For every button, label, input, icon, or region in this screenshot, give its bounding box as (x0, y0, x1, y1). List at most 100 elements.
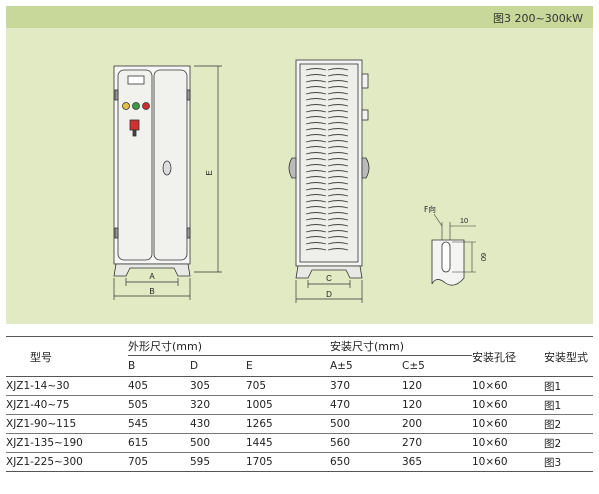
louver-slot (327, 194, 349, 197)
louver-slot (327, 218, 349, 221)
louver-slot (305, 86, 327, 89)
cell-d: 430 (190, 414, 246, 434)
louver-slot (305, 128, 327, 131)
cell-b: 505 (128, 395, 190, 415)
header-b: B (128, 355, 190, 377)
table-row: XJZ1-40~75 505 320 1005 470 120 10×60 图1 (6, 395, 593, 415)
cell-type: 图2 (544, 414, 593, 434)
header-a-tol: A±5 (330, 355, 402, 377)
figure-header-bar: 图3 200~300kW (6, 6, 593, 28)
louver-slot (305, 116, 327, 119)
louver-slot (327, 98, 349, 101)
table-row: XJZ1-14~30 405 305 705 370 120 10×60 图1 (6, 376, 593, 396)
louver-slot (327, 92, 349, 95)
cell-hole: 10×60 (472, 414, 544, 434)
cell-d: 320 (190, 395, 246, 415)
louver-slot (305, 200, 327, 203)
louver-slot (305, 146, 327, 149)
hole-detail (431, 213, 476, 286)
cell-d: 500 (190, 433, 246, 453)
louver-slot (305, 134, 327, 137)
cell-type: 图1 (544, 376, 593, 396)
louver-slot (305, 194, 327, 197)
cell-d: 595 (190, 452, 246, 472)
louver-slot (327, 134, 349, 137)
cell-c: 120 (402, 395, 472, 415)
louver-slot (305, 218, 327, 221)
header-hole-diameter: 安装孔径 (472, 336, 544, 377)
cell-d: 305 (190, 376, 246, 396)
hole-width-label: 10 (460, 216, 468, 225)
louver-slot (327, 146, 349, 149)
louver-slot (305, 68, 327, 71)
dim-label-a: A (149, 272, 155, 281)
hole-height-label: 60 (479, 253, 488, 261)
louver-slot (305, 92, 327, 95)
louver-slot (327, 176, 349, 179)
louver-slot (305, 80, 327, 83)
cell-e: 1005 (246, 395, 330, 415)
dim-label-c: C (326, 274, 332, 283)
louver-slot (305, 158, 327, 161)
cell-a: 560 (330, 433, 402, 453)
louver-slot (305, 224, 327, 227)
header-install-type: 安装型式 (544, 336, 593, 377)
louver-slot (327, 188, 349, 191)
cell-hole: 10×60 (472, 452, 544, 472)
cell-model: XJZ1-90~115 (6, 414, 128, 434)
cell-type: 图2 (544, 433, 593, 453)
header-outline-size: 外形尺寸(mm) (128, 336, 330, 356)
cell-model: XJZ1-135~190 (6, 433, 128, 453)
table-row: XJZ1-225~300 705 595 1705 650 365 10×60 … (6, 452, 593, 472)
louver-slot (327, 140, 349, 143)
louver-slot (327, 200, 349, 203)
side-louvers (305, 68, 349, 251)
table-header-row-2: B D E A±5 C±5 (6, 355, 593, 377)
cell-c: 365 (402, 452, 472, 472)
louver-slot (327, 152, 349, 155)
header-install-size: 安装尺寸(mm) (330, 336, 472, 356)
cell-model: XJZ1-14~30 (6, 376, 128, 396)
louver-slot (327, 164, 349, 167)
cabinet-drawing: A B E C D (113, 59, 488, 303)
louver-slot (305, 248, 327, 251)
louver-slot (305, 74, 327, 77)
cell-a: 470 (330, 395, 402, 415)
figure-panel: 图3 200~300kW (6, 6, 593, 324)
louver-slot (327, 68, 349, 71)
louver-slot (327, 182, 349, 185)
louver-slot (305, 188, 327, 191)
dim-label-d: D (326, 290, 332, 299)
dim-label-e: E (205, 170, 214, 175)
louver-slot (327, 80, 349, 83)
louver-slot (327, 224, 349, 227)
cell-b: 705 (128, 452, 190, 472)
louver-slot (327, 242, 349, 245)
cell-e: 1445 (246, 433, 330, 453)
cell-model: XJZ1-40~75 (6, 395, 128, 415)
louver-slot (327, 206, 349, 209)
table-header-row-1: 型号 外形尺寸(mm) 安装尺寸(mm) 安装孔径 安装型式 (6, 336, 593, 377)
cell-hole: 10×60 (472, 433, 544, 453)
front-dimensions (113, 65, 222, 300)
louver-slot (305, 242, 327, 245)
table-row: XJZ1-135~190 615 500 1445 560 270 10×60 … (6, 433, 593, 453)
cell-a: 500 (330, 414, 402, 434)
louver-slot (327, 74, 349, 77)
hole-direction-label: F向 (424, 204, 436, 214)
cell-a: 650 (330, 452, 402, 472)
louver-slot (305, 206, 327, 209)
louver-slot (327, 128, 349, 131)
louver-slot (305, 176, 327, 179)
header-d: D (190, 355, 246, 377)
side-dimensions (295, 280, 363, 303)
louver-slot (305, 170, 327, 173)
cell-e: 1265 (246, 414, 330, 434)
louver-slot (327, 86, 349, 89)
louver-slot (305, 152, 327, 155)
dim-label-b: B (149, 287, 154, 296)
louver-slot (327, 236, 349, 239)
louver-slot (327, 248, 349, 251)
cell-b: 615 (128, 433, 190, 453)
cell-model: XJZ1-225~300 (6, 452, 128, 472)
